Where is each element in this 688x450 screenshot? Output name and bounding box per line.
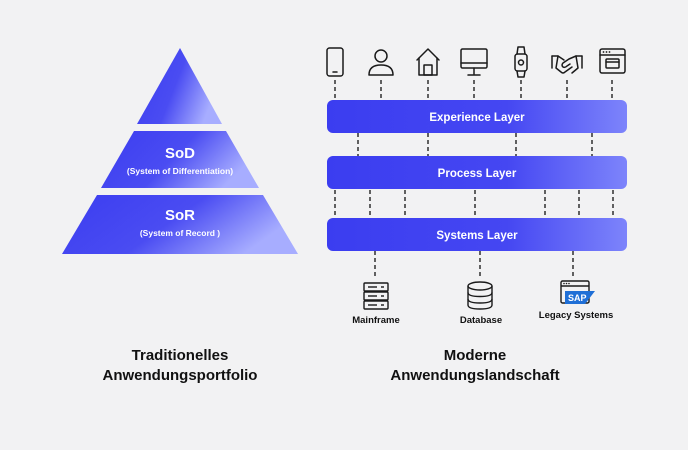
process-layer-label: Process Layer	[438, 168, 517, 180]
database-icon	[467, 281, 493, 310]
monitor-icon	[460, 48, 488, 76]
right-caption: Moderne Anwendungslandschaft	[345, 346, 605, 386]
legacy-systems-label: Legacy Systems	[539, 310, 613, 321]
smartphone-icon	[326, 47, 344, 77]
pyramid-sor-segment	[62, 195, 298, 254]
connector-lines	[334, 80, 614, 278]
pyramid-top	[137, 48, 222, 124]
sor-title: SoR	[165, 207, 195, 224]
systems-layer-label: Systems Layer	[436, 230, 518, 242]
experience-layer-bar	[327, 100, 627, 133]
sod-subtitle: (System of Differentiation)	[127, 166, 233, 176]
home-icon	[416, 48, 440, 76]
mainframe-label: Mainframe	[352, 315, 400, 326]
sor-subtitle: (System of Record )	[140, 228, 220, 238]
user-icon	[368, 49, 394, 76]
smartwatch-icon	[514, 46, 528, 78]
process-layer-bar	[327, 156, 627, 189]
server-icon	[363, 282, 389, 310]
sap-logo: SAP	[565, 291, 595, 304]
right-caption-line2: Anwendungslandschaft	[390, 367, 560, 384]
browser-window-icon	[599, 48, 626, 74]
left-caption: Traditionelles Anwendungsportfolio	[50, 346, 310, 386]
sod-title: SoD	[165, 145, 195, 162]
handshake-icon	[551, 55, 583, 74]
database-label: Database	[460, 315, 502, 326]
right-caption-line1: Moderne	[443, 347, 507, 364]
pyramid-sod-segment	[101, 131, 259, 188]
systems-layer-bar	[327, 218, 627, 251]
left-caption-line2: Anwendungsportfolio	[102, 367, 258, 384]
experience-layer-label: Experience Layer	[429, 112, 525, 124]
left-caption-line1: Traditionelles	[131, 347, 229, 364]
sap-badge-text: SAP	[568, 293, 587, 303]
